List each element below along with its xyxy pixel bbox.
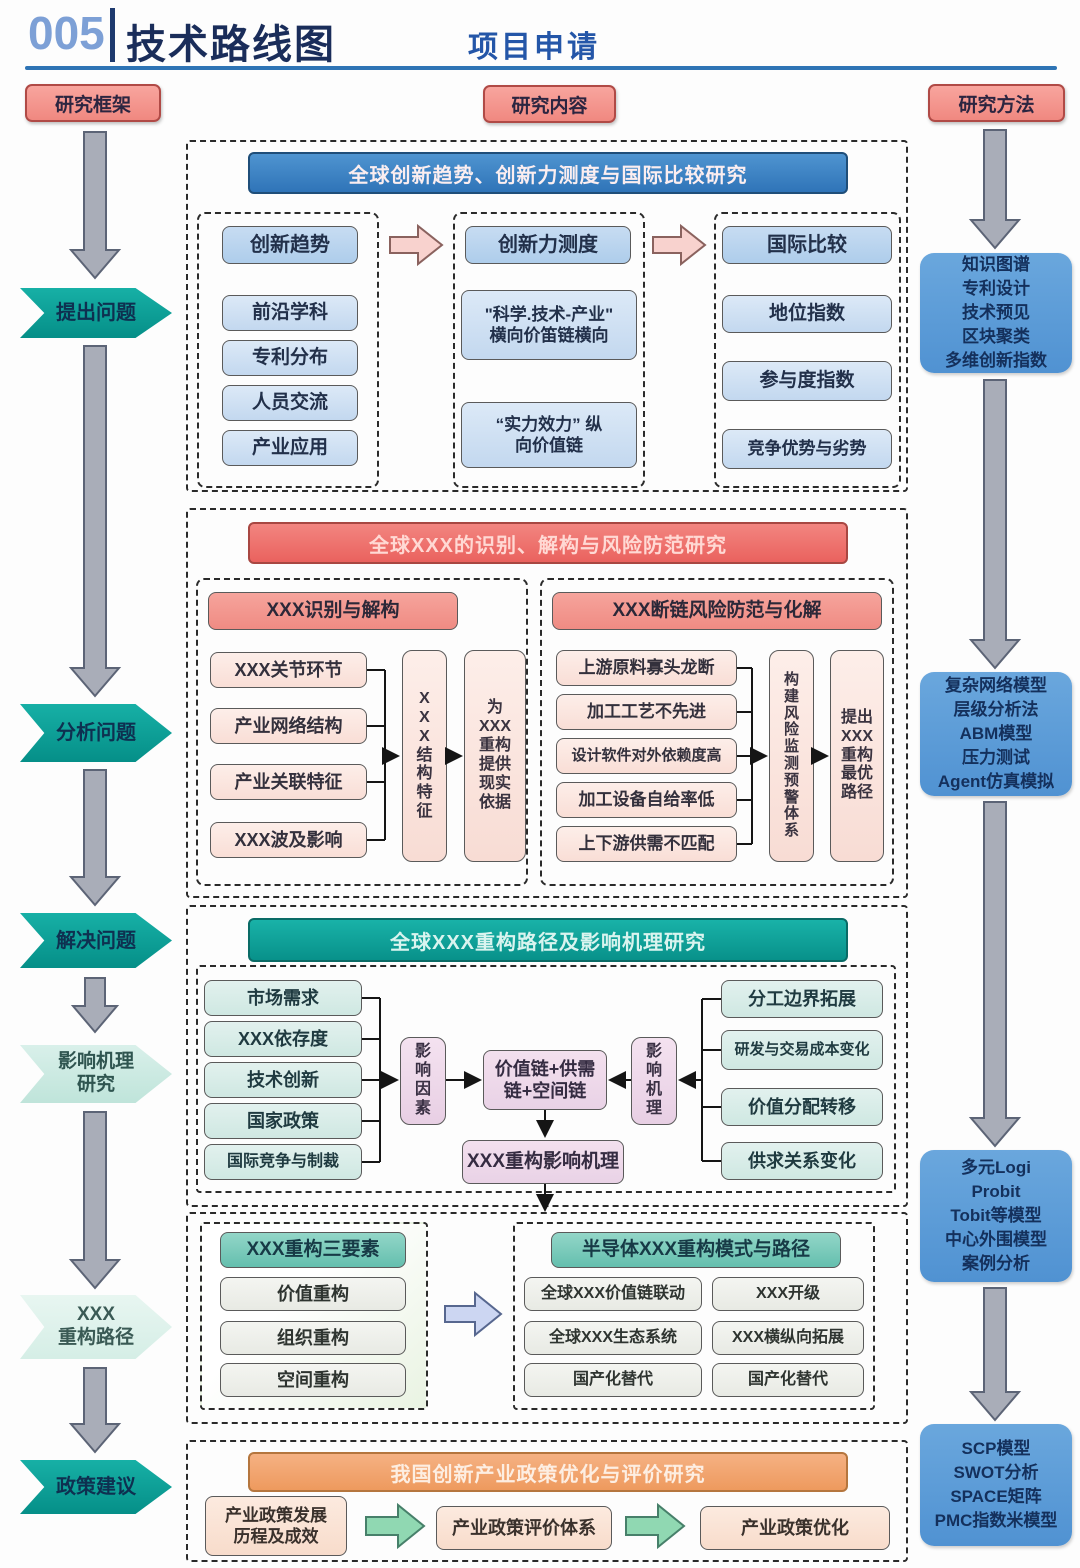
s3-left-item: XXX依存度 (204, 1021, 362, 1057)
s1-colB-item: "科学.技术-产业" 横向价笛链横向 (461, 290, 637, 360)
section2-left-group (196, 578, 528, 886)
header-divider-vertical (110, 8, 115, 62)
section1-colC (714, 212, 901, 488)
s2-right-vertical-optimal-path: 提出 XXX 重构 最优 路径 (830, 650, 884, 862)
s4-right-item: 全球XXX价值链联动 (524, 1277, 702, 1311)
s1-colA-item: 人员交流 (222, 385, 358, 421)
s1-colA-header: 创新趋势 (222, 226, 358, 264)
flow-step-solve-question: 解决问题 (20, 913, 172, 968)
s2-left-item: 产业关联特征 (210, 764, 367, 800)
flow-step-raise-question: 提出问题 (20, 288, 172, 338)
s2-right-header: XXX断链风险防范与化解 (552, 592, 882, 630)
s3-left-item: 市场需求 (204, 980, 362, 1016)
s4-right-header: 半导体XXX重构模式与路径 (551, 1232, 841, 1268)
page-number: 005 (28, 7, 105, 59)
s1-colA-item: 产业应用 (222, 430, 358, 466)
s2-right-vertical-warning-system: 构 建 风 险 监 测 预 警 体 系 (769, 650, 814, 862)
section1-colA (197, 212, 379, 488)
s2-right-item: 设计软件对外依赖度高 (556, 738, 737, 774)
s3-right-item: 供求关系变化 (721, 1142, 883, 1180)
s2-right-item: 加工设备自给率低 (556, 782, 737, 818)
s2-left-item: XXX关节环节 (210, 652, 367, 688)
s3-left-item: 国家政策 (204, 1103, 362, 1139)
section4-container (186, 1212, 908, 1424)
s2-left-vertical-basis: 为 XXX 重构 提供 现实 依据 (464, 650, 526, 862)
s1-colA-item: 前沿学科 (222, 295, 358, 331)
section4-right-group (513, 1222, 875, 1410)
s4-left-item: 组织重构 (220, 1321, 406, 1355)
s2-left-item: XXX波及影响 (210, 822, 367, 858)
column-label-content: 研究内容 (483, 85, 616, 123)
s5-item: 产业政策发展 历程及成效 (205, 1496, 347, 1556)
page-subtitle: 项目申请 (468, 31, 600, 64)
section1-colB (453, 212, 645, 488)
s3-center-chain: 价值链+供需 链+空间链 (483, 1050, 607, 1110)
s3-bottom-mechanism: XXX重构影响机理 (462, 1140, 624, 1184)
page-title: 技术路线图 (126, 23, 336, 67)
s1-colB-header: 创新力测度 (465, 226, 631, 264)
flow-step-policy-advice: 政策建议 (20, 1460, 172, 1514)
s4-right-item: 全球XXX生态系统 (524, 1321, 702, 1355)
s1-colB-item: “实力效力” 纵 向价值链 (461, 402, 637, 468)
s2-right-item: 上游原料寡头龙断 (556, 650, 737, 686)
header-divider-horizontal (25, 66, 1057, 70)
section1-container (186, 140, 908, 492)
s3-left-item: 技术创新 (204, 1062, 362, 1098)
s5-item: 产业政策评价体系 (436, 1506, 612, 1550)
s1-colC-header: 国际比较 (722, 226, 892, 264)
s4-right-item: 国产化替代 (524, 1363, 702, 1397)
s3-right-item: 价值分配转移 (721, 1088, 883, 1126)
column-label-method: 研究方法 (928, 84, 1065, 122)
s4-left-header: XXX重构三要素 (220, 1232, 406, 1268)
s4-right-item: 国产化替代 (712, 1363, 864, 1397)
s4-right-item: XXX横纵向拓展 (712, 1321, 864, 1355)
s3-right-item: 分工边界拓展 (721, 980, 883, 1018)
s4-right-item: XXX开级 (712, 1277, 864, 1311)
method-box-4: SCP模型 SWOT分析 SPACE矩阵 PMC指数米模型 (920, 1424, 1072, 1546)
s1-colC-item: 竞争优势与劣势 (722, 429, 892, 469)
section2-right-group (540, 578, 894, 886)
s3-right-item: 研发与交易成本变化 (721, 1030, 883, 1070)
s2-left-vertical-structure: X X X 结 构 特 征 (402, 650, 447, 862)
section5-container (186, 1440, 908, 1562)
s4-left-item: 空间重构 (220, 1363, 406, 1397)
method-box-3: 多元Logi Probit Tobit等模型 中心外围模型 案例分析 (920, 1150, 1072, 1282)
section3-title: 全球XXX重构路径及影响机理研究 (248, 918, 848, 962)
flow-step-analyze-question: 分析问题 (20, 704, 172, 762)
flow-step-reconstruction-path: XXX 重构路径 (20, 1295, 172, 1359)
s2-right-item: 上下游供需不匹配 (556, 826, 737, 862)
s3-mechanism-label: 影 响 机 理 (631, 1037, 677, 1125)
section1-title: 全球创新趋势、创新力测度与国际比较研究 (248, 152, 848, 194)
section5-title: 我国创新产业政策优化与评价研究 (248, 1452, 848, 1492)
section3-inner (196, 965, 896, 1193)
s1-colC-item: 地位指数 (722, 295, 892, 333)
s4-left-item: 价值重构 (220, 1277, 406, 1311)
s5-item: 产业政策优化 (700, 1506, 890, 1550)
column-label-framework: 研究框架 (25, 84, 161, 122)
section2-container (186, 508, 908, 898)
method-box-2: 复杂网络模型 层级分析法 ABM模型 压力测试 Agent仿真模拟 (920, 672, 1072, 796)
s2-right-item: 加工工艺不先进 (556, 694, 737, 730)
s2-left-header: XXX识别与解构 (208, 592, 458, 630)
method-box-1: 知识图谱 专利设计 技术预见 区块聚类 多维创新指数 (920, 253, 1072, 373)
flow-step-mechanism-research: 影响机理 研究 (20, 1045, 172, 1103)
s1-colC-item: 参与度指数 (722, 361, 892, 401)
s3-factor-label: 影 响 因 素 (400, 1037, 446, 1125)
s3-left-item: 国际竞争与制裁 (204, 1144, 362, 1180)
section2-title: 全球XXX的识别、解构与风险防范研究 (248, 522, 848, 564)
s1-colA-item: 专利分布 (222, 340, 358, 376)
s2-left-item: 产业网络结构 (210, 708, 367, 744)
